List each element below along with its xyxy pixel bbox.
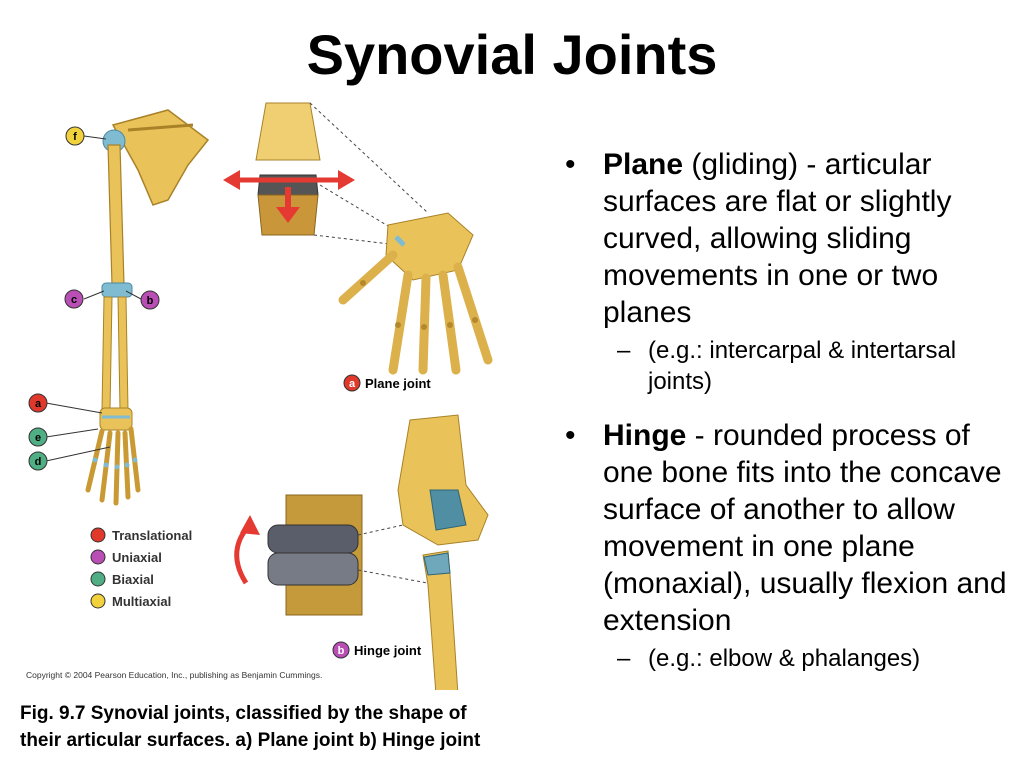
- figure-caption: Fig. 9.7 Synovial joints, classified by …: [20, 700, 580, 754]
- bullet-dot: •: [565, 148, 576, 181]
- svg-text:Uniaxial: Uniaxial: [112, 550, 162, 565]
- sub-bullet-hinge-example: – (e.g.: elbow & phalanges): [565, 643, 1015, 674]
- bullet-plane: • Plane (gliding) - articular surfaces a…: [565, 146, 1015, 331]
- hand-skeleton-illustration: [338, 212, 493, 375]
- bullet-list: • Plane (gliding) - articular surfaces a…: [565, 146, 1015, 674]
- svg-text:a: a: [35, 398, 42, 410]
- svg-text:Multiaxial: Multiaxial: [112, 594, 171, 609]
- elbow-bones-illustration: [397, 414, 489, 690]
- marker-e: e: [28, 427, 48, 447]
- svg-text:Biaxial: Biaxial: [112, 572, 154, 587]
- arm-skeleton-illustration: [45, 109, 210, 506]
- sub-bullet-text: (e.g.: intercarpal & intertarsal joints): [648, 337, 957, 395]
- svg-text:d: d: [35, 456, 42, 468]
- movement-legend: Translational Uniaxial Biaxial Multiaxia…: [90, 527, 192, 609]
- svg-text:b: b: [338, 645, 345, 657]
- svg-text:e: e: [35, 432, 41, 444]
- plane-joint-label: a Plane joint: [343, 374, 431, 392]
- hinge-joint-model: [234, 494, 449, 616]
- plane-joint-model: [223, 102, 429, 246]
- bullet-text: (gliding) - articular surfaces are flat …: [603, 148, 952, 329]
- svg-text:f: f: [73, 131, 77, 143]
- caption-line-2: their articular surfaces. a) Plane joint…: [20, 730, 481, 751]
- synovial-joints-figure: f c b a e d: [26, 102, 493, 690]
- sub-bullet-dash: –: [617, 337, 631, 364]
- slide-title: Synovial Joints: [306, 23, 718, 86]
- marker-a: a: [28, 393, 48, 413]
- marker-b-elbow: b: [140, 290, 160, 310]
- marker-c: c: [64, 289, 84, 309]
- copyright-notice: Copyright © 2004 Pearson Education, Inc.…: [26, 670, 322, 680]
- bullet-hinge: • Hinge - rounded process of one bone fi…: [565, 417, 1015, 639]
- legend-item-multiaxial: Multiaxial: [90, 593, 171, 609]
- bullet-term: Hinge: [603, 419, 687, 452]
- bullet-dot: •: [565, 419, 576, 452]
- marker-d: d: [28, 451, 48, 471]
- svg-text:Hinge joint: Hinge joint: [354, 643, 422, 658]
- sub-bullet-text: (e.g.: elbow & phalanges): [648, 645, 921, 672]
- svg-text:c: c: [71, 294, 77, 306]
- svg-text:Plane joint: Plane joint: [365, 376, 431, 391]
- svg-text:b: b: [147, 295, 154, 307]
- legend-item-translational: Translational: [90, 527, 192, 543]
- legend-item-biaxial: Biaxial: [90, 571, 154, 587]
- legend-item-uniaxial: Uniaxial: [90, 549, 162, 565]
- hinge-joint-label: b Hinge joint: [332, 641, 422, 659]
- caption-line-1: Fig. 9.7 Synovial joints, classified by …: [20, 703, 467, 724]
- sub-bullet-dash: –: [617, 645, 631, 672]
- svg-text:Translational: Translational: [112, 528, 192, 543]
- bullet-term: Plane: [603, 148, 684, 181]
- sub-bullet-plane-example: – (e.g.: intercarpal & intertarsal joint…: [565, 335, 1015, 397]
- bullet-text: - rounded process of one bone fits into …: [603, 419, 1007, 637]
- marker-f: f: [65, 126, 85, 146]
- svg-text:a: a: [349, 378, 356, 390]
